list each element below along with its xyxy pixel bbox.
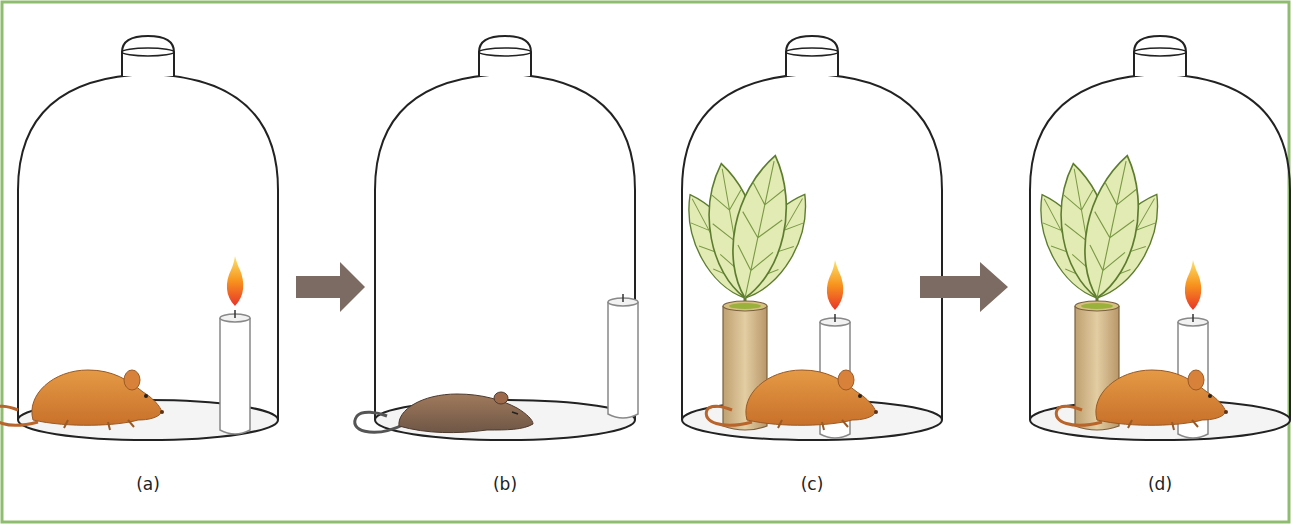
bell-jar-b	[355, 36, 638, 440]
panel-label: (c)	[801, 474, 824, 494]
bell-jar-c	[673, 36, 942, 440]
bell-jar-a	[0, 36, 278, 440]
panel-label: (b)	[493, 474, 517, 494]
arrow	[296, 262, 365, 312]
panel-label: (a)	[136, 474, 160, 494]
panel-label: (d)	[1148, 474, 1172, 494]
arrow	[920, 262, 1008, 312]
bell-jar-d	[1025, 36, 1290, 440]
